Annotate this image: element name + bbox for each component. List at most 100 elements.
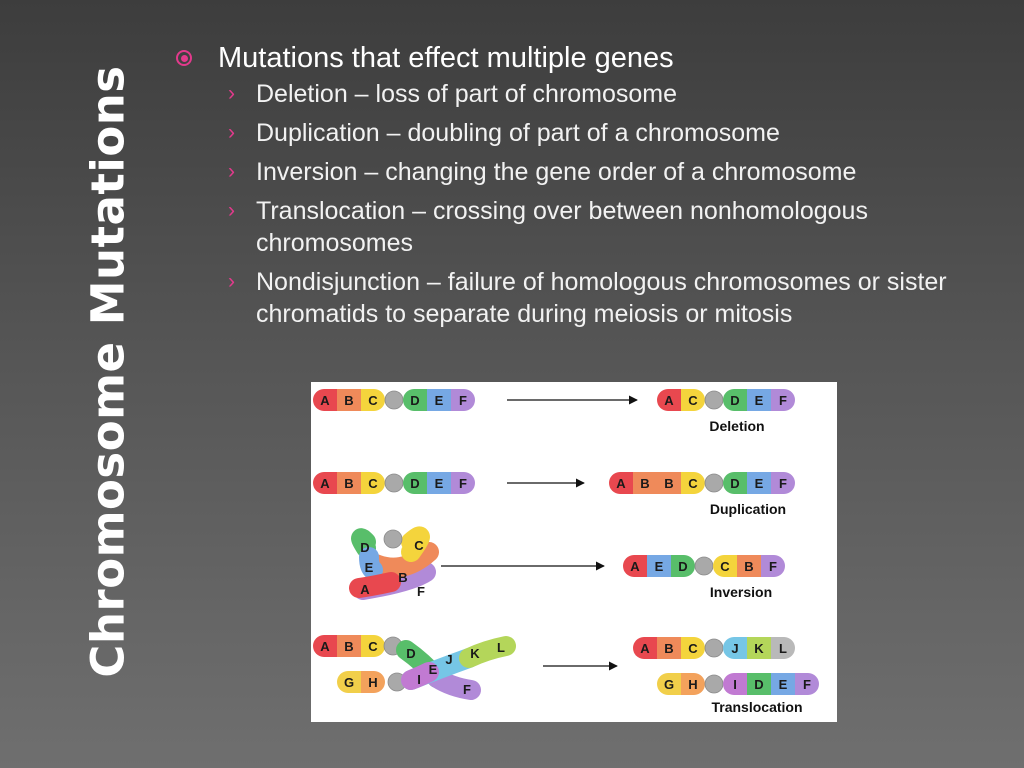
gene-letter: D xyxy=(730,476,739,491)
gene-letter: F xyxy=(463,682,471,697)
gene-segment xyxy=(735,472,748,494)
gene-letter: E xyxy=(429,662,438,677)
gene-segment xyxy=(747,472,772,494)
gene-segment xyxy=(337,472,362,494)
gene-letter: B xyxy=(664,476,673,491)
gene-letter: D xyxy=(754,677,763,692)
inversion-arm-d xyxy=(351,528,376,558)
gene-segment xyxy=(747,673,772,695)
gene-segment xyxy=(361,635,373,657)
label-inversion: Inversion xyxy=(710,584,772,600)
bullet-list: Mutations that effect multiple genes ›De… xyxy=(170,40,1000,337)
label-deletion: Deletion xyxy=(709,418,764,434)
chevron-right-icon: › xyxy=(228,270,235,293)
gene-letter: F xyxy=(459,476,467,491)
gene-letter: B xyxy=(344,639,353,654)
gene-segment xyxy=(361,472,373,494)
gene-letter: B xyxy=(640,476,649,491)
gene-letter: D xyxy=(406,646,415,661)
gene-letter: C xyxy=(368,639,378,654)
gene-letter: F xyxy=(803,677,811,692)
gene-segment xyxy=(635,555,648,577)
gene-letter: B xyxy=(344,476,353,491)
centromere xyxy=(704,674,724,694)
gene-letter: H xyxy=(368,675,377,690)
gene-letter: F xyxy=(779,476,787,491)
gene-letter: B xyxy=(344,393,353,408)
gene-segment xyxy=(645,637,658,659)
sub-bullet-list: ›Deletion – loss of part of chromosome ›… xyxy=(228,78,1000,330)
gene-segment xyxy=(451,389,463,411)
gene-letter: E xyxy=(755,393,764,408)
sub-bullet-nondisjunction: ›Nondisjunction – failure of homologous … xyxy=(228,268,947,328)
gene-letter: L xyxy=(779,641,787,656)
gene-letter: C xyxy=(720,559,730,574)
sub-bullet-deletion: ›Deletion – loss of part of chromosome xyxy=(228,80,678,108)
main-point-text: Mutations that effect multiple genes xyxy=(218,42,674,74)
mutation-diagram-svg: Deletion Duplication Inversion Transloca… xyxy=(313,389,819,715)
gene-segment xyxy=(325,472,338,494)
gene-letter: F xyxy=(417,584,425,599)
chevron-right-icon: › xyxy=(228,82,235,105)
gene-segment xyxy=(349,671,362,693)
gene-segment xyxy=(427,389,452,411)
centromere xyxy=(704,638,724,658)
gene-segment xyxy=(671,555,683,577)
gene-letter: A xyxy=(320,639,330,654)
gene-segment xyxy=(325,635,338,657)
gene-letter: C xyxy=(688,476,698,491)
gene-segment xyxy=(771,637,783,659)
gene-segment xyxy=(735,389,748,411)
gene-segment xyxy=(669,673,682,695)
gene-letter: B xyxy=(664,641,673,656)
gene-letter: A xyxy=(360,582,370,597)
gene-letter: E xyxy=(655,559,664,574)
gene-letter: C xyxy=(688,393,698,408)
gene-letter: E xyxy=(365,560,374,575)
gene-segment xyxy=(747,389,772,411)
label-translocation: Translocation xyxy=(711,699,802,715)
centromere xyxy=(383,529,403,549)
gene-segment xyxy=(681,673,693,695)
gene-segment xyxy=(657,637,682,659)
gene-letter: A xyxy=(320,476,330,491)
gene-letter: C xyxy=(368,476,378,491)
gene-letter: C xyxy=(688,641,698,656)
gene-segment xyxy=(795,673,807,695)
centromere xyxy=(384,473,404,493)
sub-bullet-translocation: ›Translocation – crossing over between n… xyxy=(228,197,868,257)
gene-segment xyxy=(427,472,452,494)
gene-letter: D xyxy=(360,540,369,555)
inversion-arm-a xyxy=(349,572,401,598)
inversion-arm-c xyxy=(401,526,430,562)
gene-segment xyxy=(735,637,748,659)
gene-segment xyxy=(451,472,463,494)
chromosome-mutation-diagram: Deletion Duplication Inversion Transloca… xyxy=(311,382,837,722)
gene-segment xyxy=(337,389,362,411)
chevron-right-icon: › xyxy=(228,160,235,183)
gene-letter: G xyxy=(344,675,354,690)
gene-letter: D xyxy=(730,393,739,408)
gene-segment xyxy=(725,555,738,577)
centromere xyxy=(704,473,724,493)
gene-segment xyxy=(681,389,693,411)
gene-segment xyxy=(361,389,373,411)
gene-letter: E xyxy=(435,476,444,491)
gene-letter: J xyxy=(445,652,452,667)
main-bullet: Mutations that effect multiple genes xyxy=(170,40,1000,76)
gene-letter: E xyxy=(435,393,444,408)
chevron-right-icon: › xyxy=(228,199,235,222)
gene-segment xyxy=(657,472,682,494)
gene-letter: E xyxy=(779,677,788,692)
gene-letter: D xyxy=(410,393,419,408)
gene-letter: A xyxy=(616,476,626,491)
gene-letter: E xyxy=(755,476,764,491)
gene-segment xyxy=(325,389,338,411)
gene-letter: H xyxy=(688,677,697,692)
gene-segment xyxy=(633,472,658,494)
